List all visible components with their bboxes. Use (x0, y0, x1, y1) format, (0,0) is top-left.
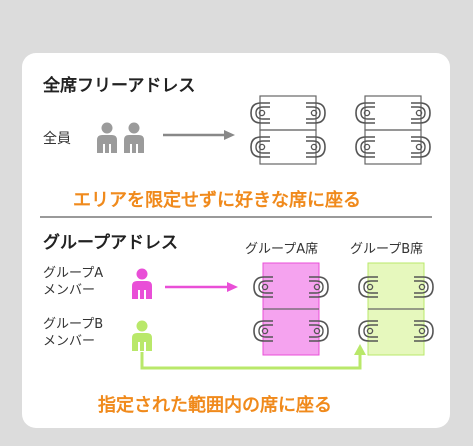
group-b-arrow (140, 352, 362, 370)
group-address-slogan: 指定された範囲内の席に座る (98, 395, 332, 416)
group-address-title: グループアドレス (43, 233, 178, 253)
desk-pod-icon (356, 96, 430, 164)
group-b-label: グループB (43, 317, 104, 332)
group-a-sub-label: メンバー (43, 283, 96, 298)
seat-a-label: グループA席 (245, 242, 319, 257)
diagram-card (22, 53, 450, 428)
desk-pod-icon (251, 96, 325, 164)
group-a-label: グループA (43, 266, 104, 281)
arrow-head-icon (227, 282, 238, 292)
person-icon (124, 122, 144, 153)
arrow-head-icon (224, 130, 235, 140)
group-a-person-icon (132, 268, 152, 299)
person-icon (97, 122, 117, 153)
group-b-sub-label: メンバー (43, 334, 96, 349)
free-address-title: 全席フリーアドレス (43, 76, 196, 96)
free-address-slogan: エリアを限定せずに好きな席に座る (73, 190, 361, 211)
section-divider (40, 216, 432, 218)
arrow-head-icon (354, 344, 366, 355)
all-members-label: 全員 (43, 131, 71, 147)
seat-b-label: グループB席 (350, 242, 424, 257)
group-b-person-icon (132, 320, 152, 351)
